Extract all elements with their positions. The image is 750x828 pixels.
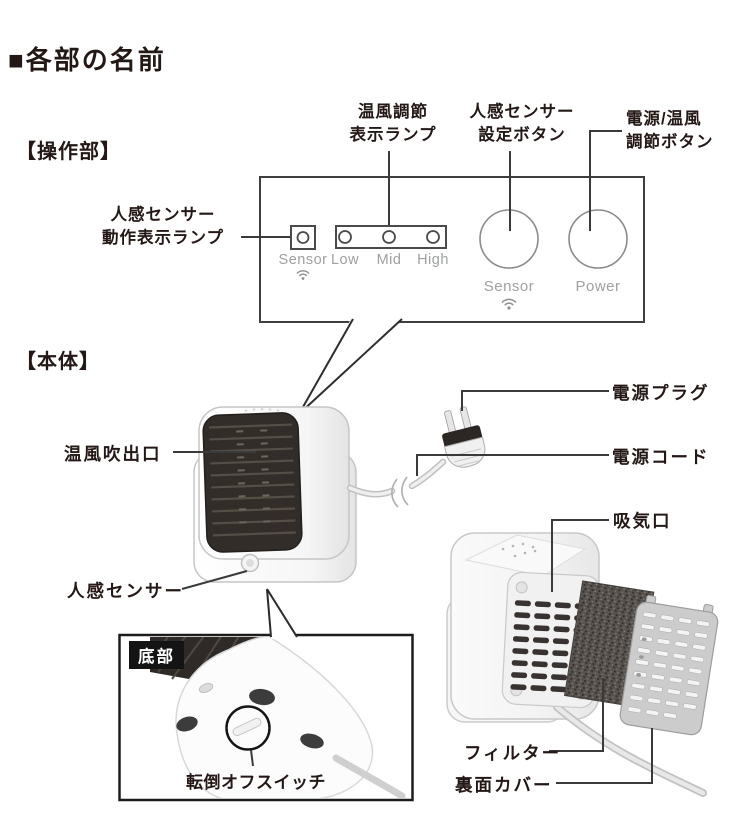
back-cover-illustration <box>619 594 719 736</box>
power-plug-illustration <box>442 406 486 468</box>
label-power-button: 電源/温風 調節ボタン <box>626 110 714 151</box>
sensor-signal-icon <box>295 268 311 281</box>
heater-grille <box>202 412 303 553</box>
rubber-feet <box>176 688 324 749</box>
page-title: ■各部の名前 <box>8 45 166 75</box>
label-power-plug: 電源プラグ <box>612 383 710 403</box>
mode-led-bar <box>335 225 447 249</box>
panel-text-mid: Mid <box>376 252 402 268</box>
inset-callout-tail <box>266 588 298 639</box>
power-button-circle <box>568 209 628 269</box>
label-back-cover: 裏面カバー <box>455 775 553 795</box>
label-filter: フィルター <box>464 743 562 763</box>
panel-text-low: Low <box>330 252 360 268</box>
panel-text-sensor-led: Sensor <box>278 252 328 268</box>
label-warm-air-lamp: 温風調節 表示ランプ <box>349 103 437 144</box>
heater-front-illustration <box>193 406 357 583</box>
section-heading-body: 【本体】 <box>16 351 100 373</box>
label-air-intake: 吸気口 <box>613 511 672 531</box>
panel-text-sensor: Sensor <box>483 278 535 295</box>
section-heading-control: 【操作部】 <box>16 141 121 163</box>
cord-break-mark <box>391 476 409 508</box>
leader-lines <box>173 130 653 784</box>
label-human-sensor: 人感センサー <box>67 581 184 601</box>
label-sensor-lamp: 人感センサー 動作表示ランプ <box>101 206 224 247</box>
label-power-cord: 電源コード <box>612 447 710 467</box>
label-sensor-button: 人感センサー 設定ボタン <box>469 103 575 144</box>
tipover-switch-circle <box>225 705 271 751</box>
panel-text-power: Power <box>575 278 621 295</box>
power-cord-illustration <box>346 458 447 508</box>
sensor-signal-icon <box>500 296 518 311</box>
control-panel-graphic <box>259 176 645 323</box>
sensor-lamp-led <box>290 225 316 250</box>
bottom-tag: 底部 <box>129 641 184 669</box>
panel-callout-tail <box>298 317 403 415</box>
label-tipover-switch: 転倒オフスイッチ <box>186 773 326 792</box>
label-air-outlet: 温風吹出口 <box>64 444 162 464</box>
human-sensor-window <box>240 553 260 573</box>
panel-text-high: High <box>417 252 449 268</box>
heater-back-illustration <box>446 532 707 797</box>
